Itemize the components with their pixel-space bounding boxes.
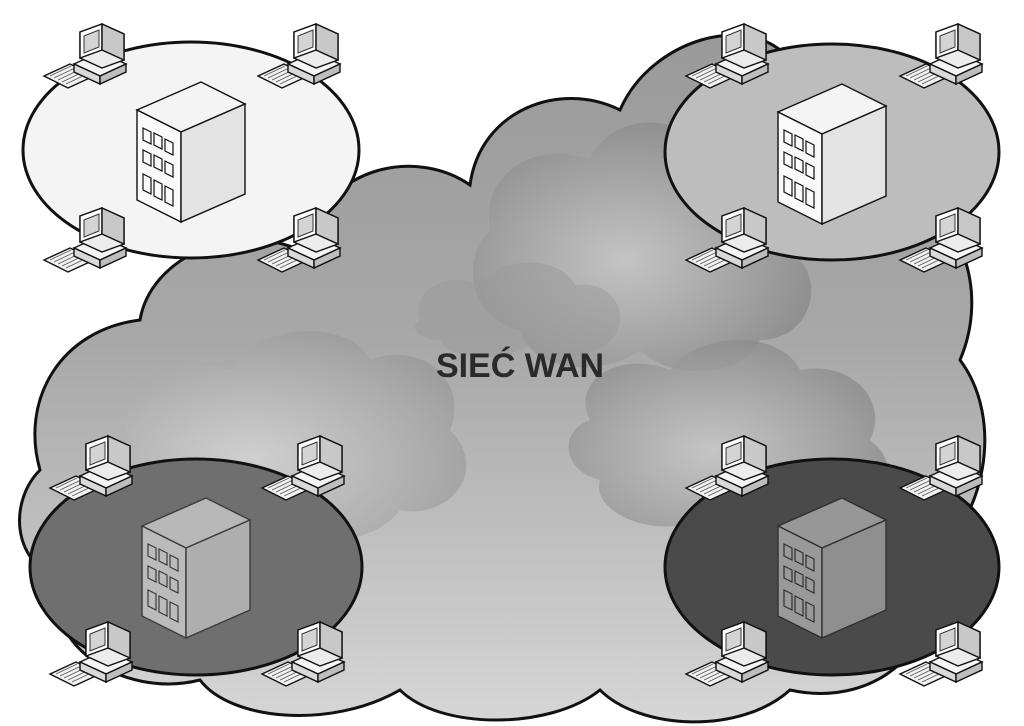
office-building-icon xyxy=(141,497,251,639)
lan-bottom-right xyxy=(663,435,1001,687)
lan-top-right xyxy=(663,23,1001,273)
workstation-computer-icon xyxy=(43,207,127,273)
office-building-icon xyxy=(136,81,246,223)
wan-title: SIEĆ WAN xyxy=(436,347,604,385)
lan-top-left xyxy=(21,23,361,273)
office-building-icon xyxy=(777,497,887,639)
office-building-icon xyxy=(777,83,887,225)
lan-bottom-left xyxy=(28,435,364,687)
workstation-computer-icon xyxy=(43,23,127,89)
